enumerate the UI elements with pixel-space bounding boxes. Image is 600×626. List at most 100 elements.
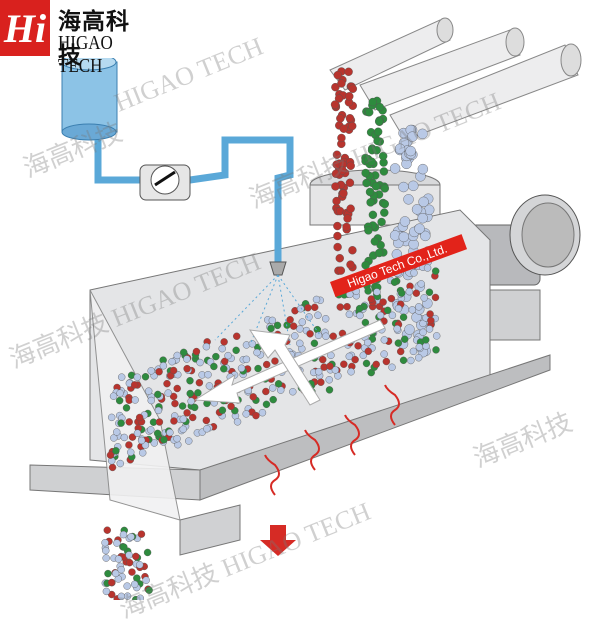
logo-mark: Hi (0, 0, 50, 56)
particle (388, 311, 397, 319)
particle (154, 406, 163, 415)
particle (186, 389, 194, 398)
particle (190, 403, 199, 412)
particle (252, 411, 260, 420)
particle (329, 332, 337, 340)
particle (314, 331, 323, 340)
particle (268, 316, 277, 325)
particle (130, 580, 139, 589)
particle (155, 418, 164, 426)
particle (103, 526, 111, 534)
particle (298, 318, 306, 326)
particle (291, 332, 299, 340)
particle (289, 388, 297, 396)
particle (380, 336, 388, 344)
particle (394, 143, 406, 154)
particle (115, 396, 124, 405)
particle (420, 294, 428, 302)
particle (361, 168, 370, 178)
particle (163, 379, 171, 388)
particle (169, 392, 178, 401)
particle (116, 389, 124, 397)
particle (325, 386, 334, 394)
particle (377, 217, 386, 227)
particle (271, 357, 279, 365)
particle (331, 366, 340, 374)
particle (173, 435, 181, 443)
particle (164, 389, 172, 397)
particle (273, 321, 282, 330)
particle (425, 325, 434, 333)
particle (204, 370, 212, 379)
particle (371, 182, 381, 191)
particle (326, 362, 334, 370)
particle (425, 288, 434, 296)
particle (407, 131, 418, 142)
particle (372, 146, 381, 155)
particle (374, 248, 384, 258)
particle (403, 194, 414, 205)
particle (331, 169, 341, 178)
particle (380, 184, 390, 193)
particle (427, 316, 435, 325)
particle (398, 231, 409, 243)
particle (368, 210, 378, 220)
feed-pipes (329, 17, 582, 141)
particle (394, 339, 403, 347)
particle (345, 92, 354, 101)
particle (412, 289, 421, 297)
particle (342, 222, 351, 232)
particle (345, 114, 355, 123)
particle (179, 415, 188, 423)
particle (269, 384, 277, 392)
particle (143, 548, 152, 557)
particle (202, 416, 211, 425)
particle (122, 404, 131, 412)
particle (407, 356, 415, 365)
particle (130, 381, 139, 389)
mixing-trough (29, 209, 551, 556)
particle (173, 384, 181, 393)
particle (170, 417, 178, 425)
particle (137, 530, 146, 538)
particle (332, 196, 341, 206)
particle (173, 351, 181, 360)
particle (346, 161, 355, 171)
particle (233, 418, 242, 426)
particle (242, 410, 250, 418)
particle (362, 359, 371, 368)
particle (351, 355, 359, 364)
particle (348, 84, 358, 93)
particle (136, 594, 144, 600)
particle (345, 352, 353, 361)
particle (331, 82, 340, 92)
particle (359, 351, 367, 360)
particle (117, 565, 125, 574)
particle (123, 592, 132, 600)
particle (127, 533, 135, 541)
particle (356, 311, 364, 320)
particle (376, 311, 385, 320)
particle (365, 108, 374, 117)
particle (348, 246, 357, 255)
particle (286, 316, 294, 324)
particle (144, 387, 153, 395)
particle (153, 429, 162, 438)
particle (314, 368, 323, 376)
particle (420, 230, 431, 242)
particle (242, 355, 251, 364)
particle (339, 189, 348, 198)
particle (405, 145, 416, 157)
particle (331, 182, 340, 191)
particle (388, 363, 396, 371)
particle (394, 304, 403, 313)
particle (186, 377, 194, 385)
particle (125, 558, 134, 567)
particle (139, 449, 147, 457)
particle (310, 339, 319, 347)
particle (249, 393, 257, 401)
particle (344, 67, 353, 76)
particle (336, 303, 344, 311)
particle (123, 582, 131, 590)
particle (160, 436, 168, 444)
